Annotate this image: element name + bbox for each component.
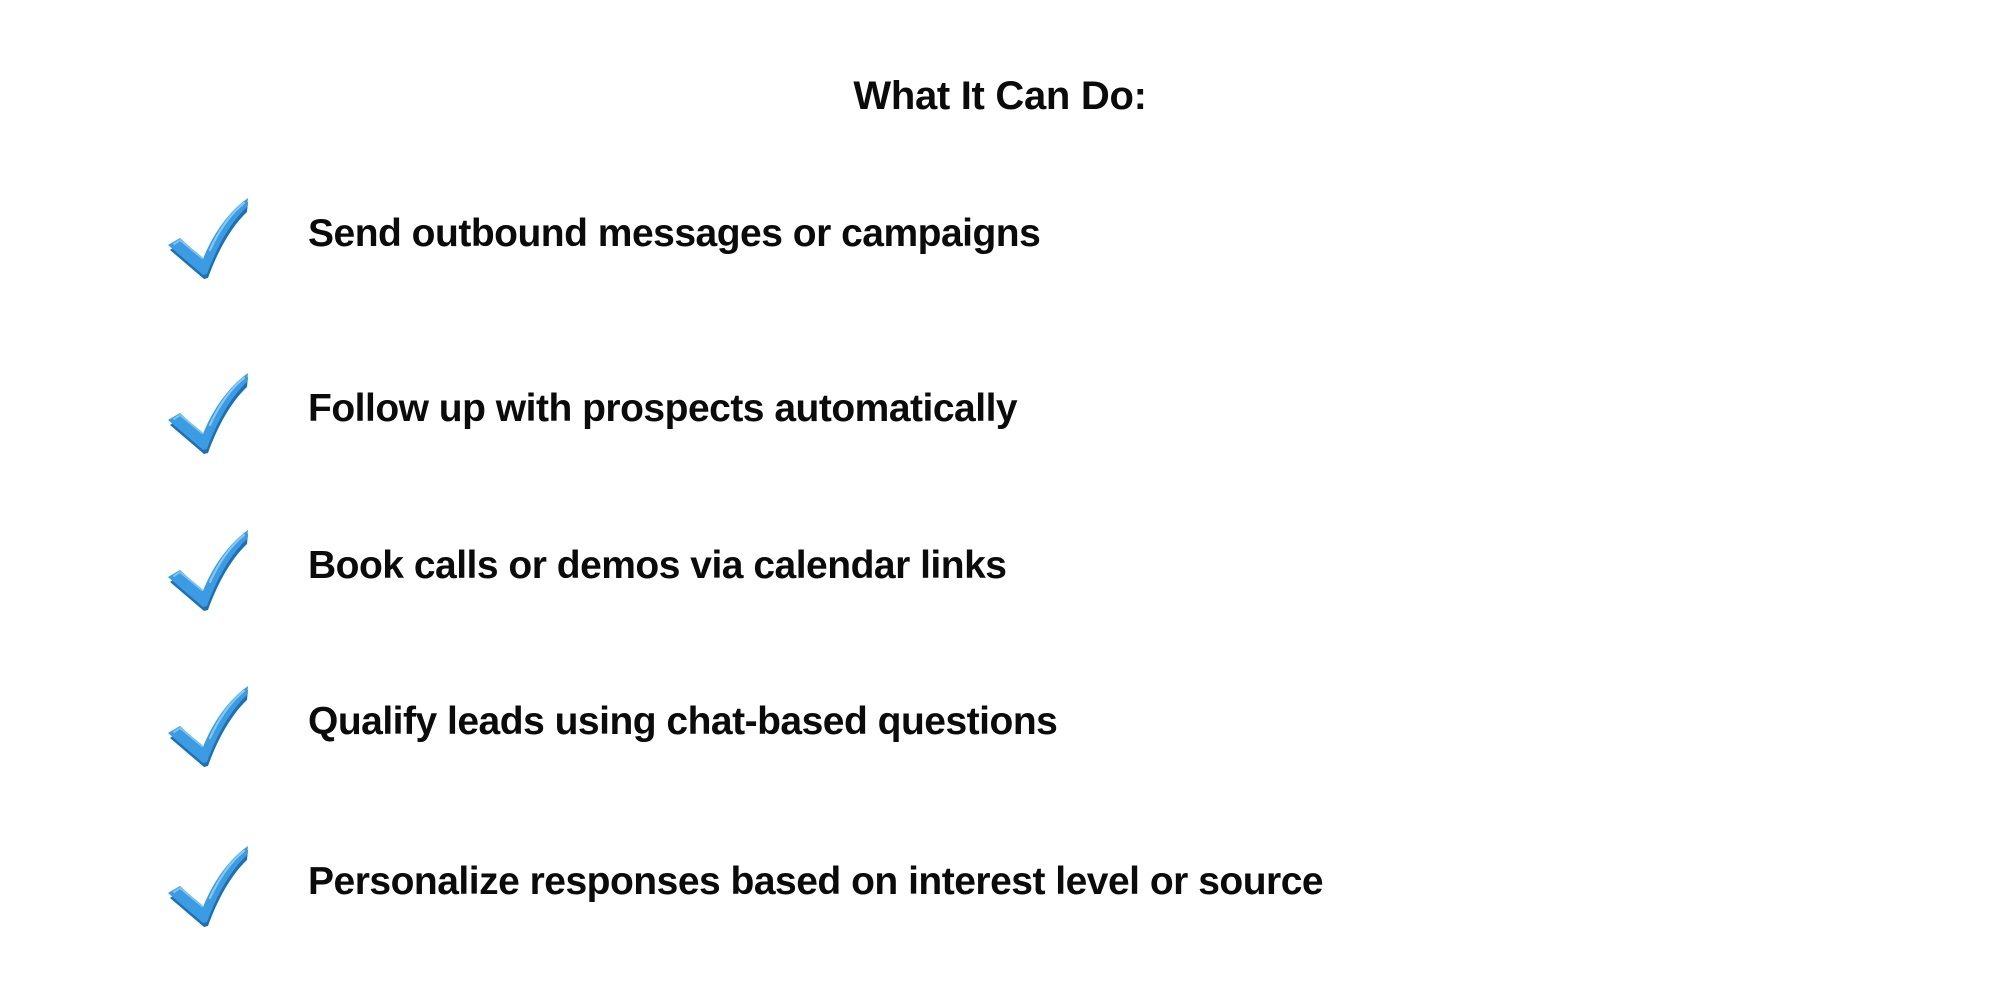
list-item: Send outbound messages or campaigns: [168, 198, 1668, 288]
checkmark-icon: [168, 530, 250, 612]
checkmark-icon: [168, 846, 250, 928]
checkmark-icon: [168, 198, 250, 280]
feature-label: Personalize responses based on interest …: [308, 860, 1324, 903]
list-item: Book calls or demos via calendar links: [168, 530, 1668, 620]
list-item: Personalize responses based on interest …: [168, 846, 1668, 936]
checkmark-icon: [168, 686, 250, 768]
list-item: Follow up with prospects automatically: [168, 373, 1668, 463]
feature-label: Send outbound messages or campaigns: [308, 212, 1041, 255]
checkmark-icon: [168, 373, 250, 455]
feature-label: Book calls or demos via calendar links: [308, 544, 1007, 587]
feature-label: Follow up with prospects automatically: [308, 387, 1018, 430]
page-title: What It Can Do:: [853, 74, 1147, 118]
feature-label: Qualify leads using chat-based questions: [308, 700, 1058, 743]
list-item: Qualify leads using chat-based questions: [168, 686, 1668, 776]
